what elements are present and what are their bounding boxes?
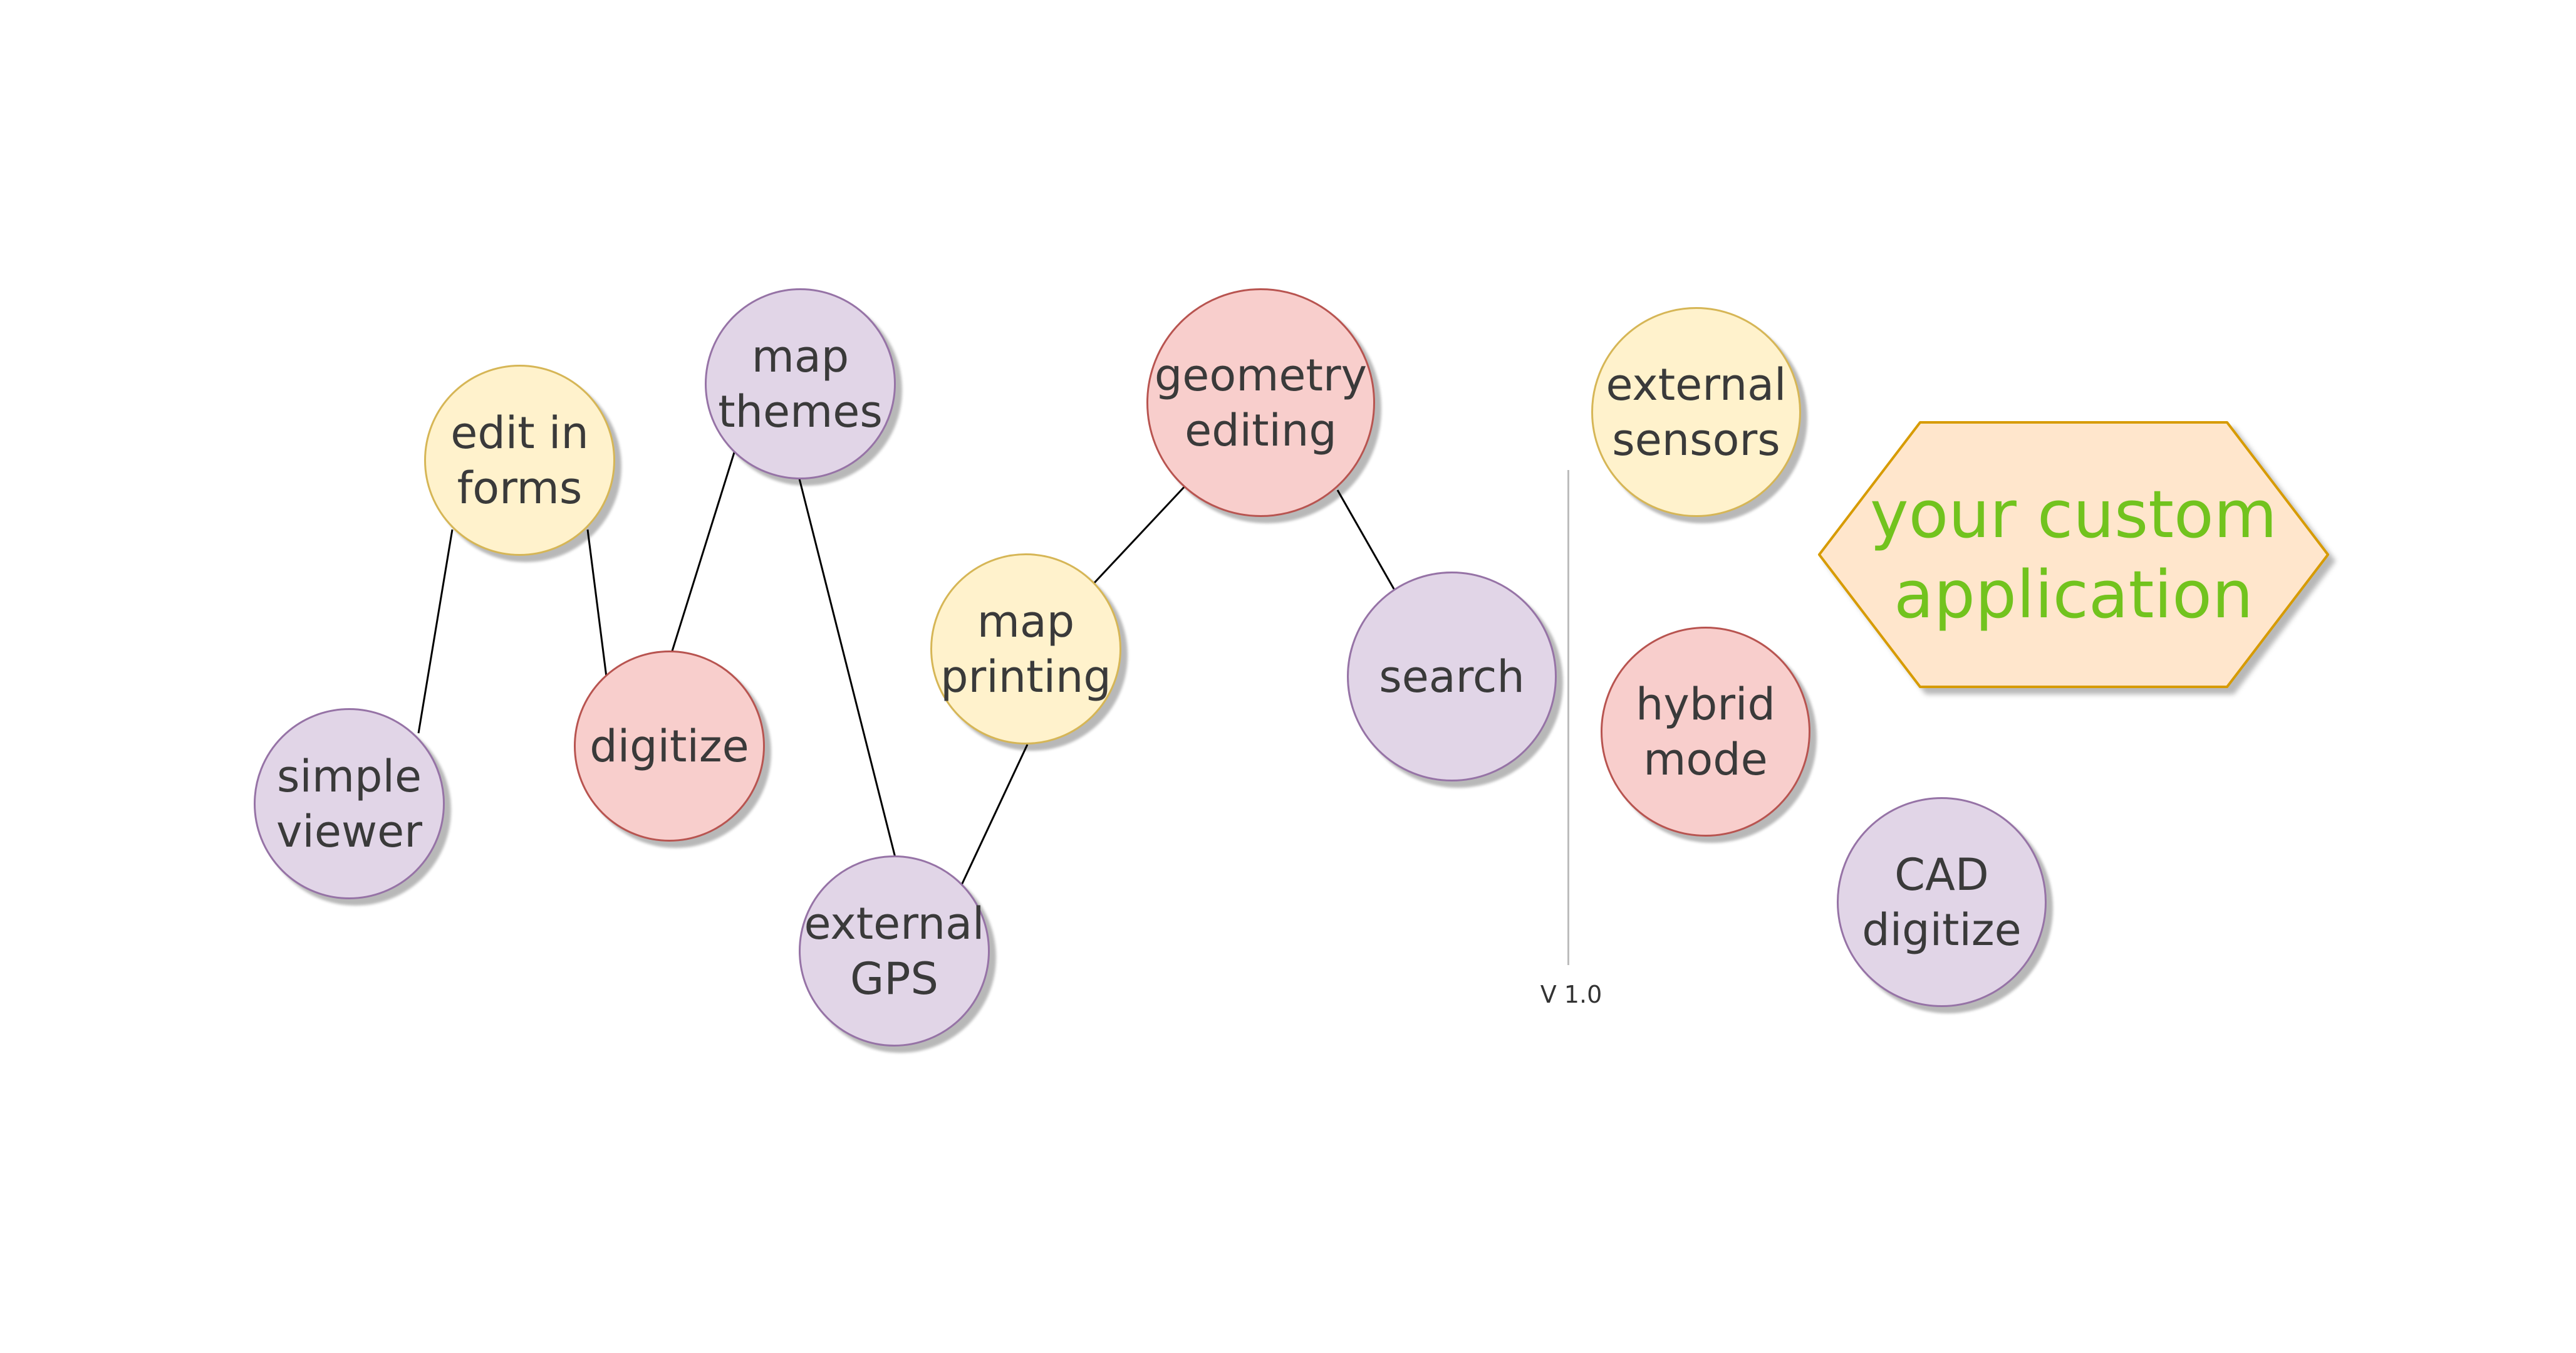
node-map-printing-line1: map [977, 595, 1075, 647]
custom-application-line1: your custom [1870, 476, 2277, 553]
node-geometry-editing[interactable]: geometry editing [1146, 288, 1375, 517]
edge-simple-viewer-edit-in-forms [417, 529, 454, 734]
node-simple-viewer[interactable]: simple viewer [254, 708, 445, 899]
node-cad-digitize-line1: CAD [1894, 849, 1989, 901]
edge-map-printing-geometry-editing [1092, 483, 1188, 585]
node-map-printing[interactable]: map printing [930, 553, 1121, 744]
node-search[interactable]: search [1347, 572, 1557, 781]
node-geometry-editing-line1: geometry [1154, 349, 1368, 401]
node-map-themes-line2: themes [718, 385, 883, 437]
node-external-sensors[interactable]: external sensors [1591, 307, 1801, 517]
node-search-line1: search [1379, 650, 1525, 703]
node-cad-digitize-line2: digitize [1862, 904, 2022, 956]
node-simple-viewer-line1: simple [276, 750, 422, 802]
node-digitize[interactable]: digitize [574, 650, 765, 842]
node-external-sensors-line1: external [1606, 358, 1787, 410]
node-map-themes-line1: map [751, 330, 849, 382]
custom-application-hexagon[interactable] [1817, 420, 2330, 689]
node-map-printing-line2: printing [940, 650, 1111, 703]
node-hybrid-mode[interactable]: hybrid mode [1601, 627, 1810, 837]
node-geometry-editing-line2: editing [1185, 404, 1337, 456]
edge-geometry-editing-search [1336, 489, 1397, 593]
node-external-gps-line1: external [804, 897, 985, 949]
node-hybrid-mode-line2: mode [1643, 733, 1768, 785]
node-edit-in-forms-line2: forms [457, 462, 583, 514]
node-simple-viewer-line2: viewer [276, 805, 423, 857]
node-map-themes[interactable]: map themes [705, 288, 896, 479]
custom-application-line2: application [1894, 556, 2253, 633]
version-label: V 1.0 [1540, 981, 1602, 1008]
node-hybrid-mode-line1: hybrid [1636, 678, 1775, 730]
node-external-gps[interactable]: external GPS [799, 855, 990, 1047]
version-divider [1567, 470, 1569, 965]
node-external-gps-line2: GPS [850, 953, 938, 1005]
edge-digitize-map-themes [670, 452, 735, 654]
edge-external-gps-map-printing [960, 744, 1029, 885]
node-edit-in-forms-line1: edit in [450, 407, 589, 459]
custom-application-label: your custom application [1817, 420, 2330, 689]
node-edit-in-forms[interactable]: edit in forms [424, 365, 615, 556]
edge-edit-in-forms-digitize [586, 529, 608, 677]
node-digitize-line1: digitize [589, 720, 749, 772]
edge-map-themes-external-gps [797, 476, 897, 860]
node-external-sensors-line2: sensors [1612, 414, 1780, 466]
node-cad-digitize[interactable]: CAD digitize [1837, 797, 2047, 1007]
